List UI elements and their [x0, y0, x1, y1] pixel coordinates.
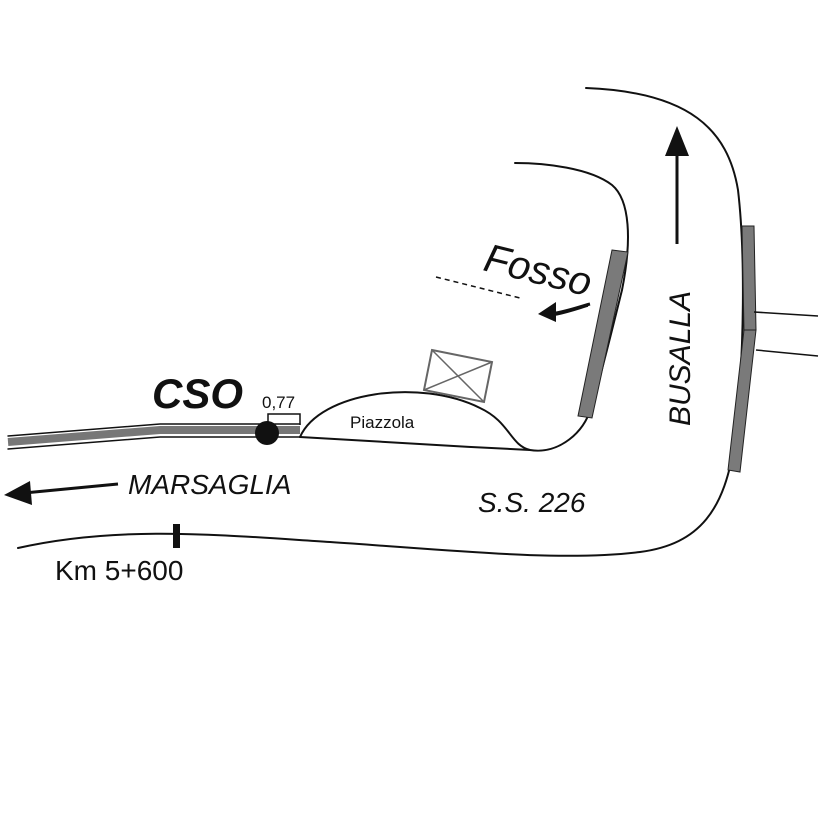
km-label: Km 5+600: [55, 555, 183, 586]
upper-road-guardrail: [7, 423, 301, 450]
fosso-guardrail: [577, 249, 629, 419]
piazzola-base: [299, 436, 531, 451]
fosso-dashed-line: [435, 276, 521, 299]
arrow-left-icon: [538, 302, 591, 322]
distance-label: 0,77: [262, 393, 295, 412]
crossed-box-icon: [422, 348, 494, 404]
marsaglia-label: MARSAGLIA: [128, 469, 291, 500]
busalla-guardrail: [727, 225, 757, 473]
busalla-label: BUSALLA: [664, 291, 697, 426]
piazzola-label: Piazzola: [350, 413, 415, 432]
road-number-label: S.S. 226: [478, 487, 586, 518]
arrow-up-icon: [665, 126, 689, 244]
fosso-label: Fosso: [480, 236, 596, 305]
cso-marker: [255, 421, 279, 445]
arrow-left-icon: [4, 481, 119, 505]
cso-label: CSO: [152, 370, 243, 417]
km-marker: [173, 524, 180, 548]
lower-road-edge: [17, 87, 744, 557]
side-road: [753, 311, 819, 357]
distance-bracket: [267, 413, 301, 425]
